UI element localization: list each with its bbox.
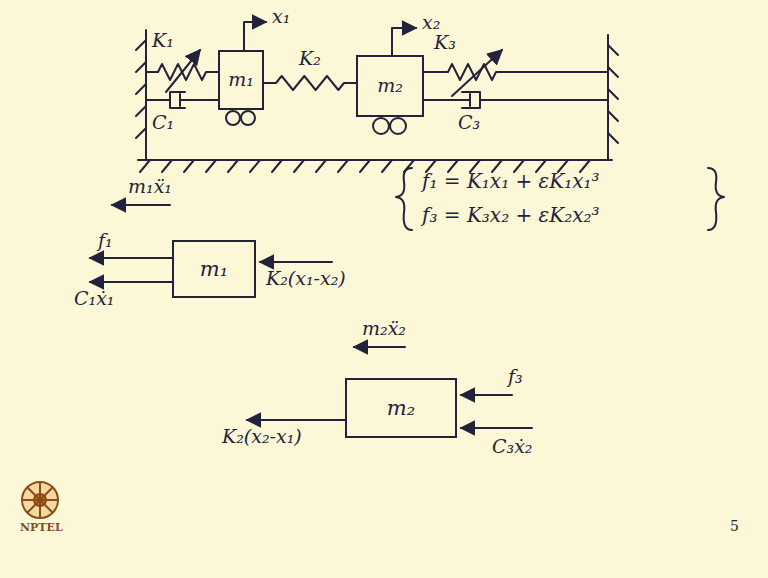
mass-label: m₂ <box>387 396 415 420</box>
drawing-stroke <box>166 50 200 92</box>
annotation: f₁ = K₁x₁ + εK₁x₁³ <box>420 170 602 193</box>
annotation: x₂ <box>420 12 442 34</box>
drawing-stroke <box>424 92 608 108</box>
drawing-stroke <box>138 159 612 161</box>
drawing-stroke <box>136 40 146 138</box>
annotation: m₁ẍ₁ <box>126 176 174 198</box>
wheels-m1 <box>226 111 255 125</box>
force-arrow <box>112 204 170 206</box>
drawing-stroke <box>145 30 147 160</box>
drawing-stroke <box>373 118 389 134</box>
drawing-stroke <box>452 50 502 96</box>
mass-block: m₁ <box>172 240 256 298</box>
mass-label: m₂ <box>377 75 403 97</box>
displacement-arrow <box>392 28 416 55</box>
force-arrow <box>90 281 172 283</box>
annotation: K₂(x₂-x₁) <box>220 426 304 448</box>
force-arrow <box>260 261 332 263</box>
annotation: C₃ẋ₂ <box>490 436 535 458</box>
drawing-stroke <box>90 22 724 428</box>
drawing-stroke <box>607 35 609 160</box>
force-arrow <box>90 257 172 259</box>
annotation: f₁ <box>96 230 115 252</box>
mass-block: m₂ <box>345 378 457 438</box>
drawing-stroke <box>146 92 218 108</box>
annotation: m₂ẍ₂ <box>360 318 408 340</box>
annotation: K₁ <box>150 30 176 52</box>
drawing-stroke <box>22 482 58 518</box>
annotation: C₁ẋ₁ <box>72 288 117 310</box>
spring-k3 <box>424 50 608 96</box>
left-wall <box>136 30 146 160</box>
mass-label: m₁ <box>228 69 254 91</box>
page-number: 5 <box>728 518 741 534</box>
annotation: f₃ <box>506 366 525 388</box>
spring-connector <box>264 76 356 90</box>
annotation: K₃ <box>432 32 458 54</box>
brace <box>708 168 724 230</box>
force-arrow <box>247 419 345 421</box>
mass-block: m₂ <box>356 55 424 117</box>
logo-text: NPTEL <box>18 522 65 535</box>
nptel-logo <box>22 482 58 518</box>
force-arrow <box>354 346 405 348</box>
drawing-stroke <box>241 111 255 125</box>
annotation: C₃ <box>456 112 482 134</box>
drawing-stroke <box>424 64 608 80</box>
drawing-stroke <box>226 111 240 125</box>
mass-label: m₁ <box>200 257 228 281</box>
damper-c1 <box>146 92 218 108</box>
force-arrow <box>461 394 512 396</box>
right-wall <box>608 35 618 160</box>
wheels-m2 <box>373 118 406 134</box>
drawing-stroke <box>608 45 618 143</box>
force-arrow <box>461 427 532 429</box>
brace <box>396 168 412 230</box>
displacement-arrow <box>244 22 266 50</box>
annotation: x₁ <box>270 6 292 28</box>
spring-label: K₂ <box>297 48 323 70</box>
annotation: K₂(x₁-x₂) <box>264 268 348 290</box>
annotation: C₁ <box>150 112 176 134</box>
spring-k1 <box>146 50 218 92</box>
drawing-stroke <box>22 482 58 518</box>
drawing-stroke <box>390 118 406 134</box>
annotation: f₃ = K₃x₂ + εK₂x₂³ <box>420 204 602 227</box>
mass-block: m₁ <box>218 50 264 110</box>
damper-c3 <box>424 92 608 108</box>
